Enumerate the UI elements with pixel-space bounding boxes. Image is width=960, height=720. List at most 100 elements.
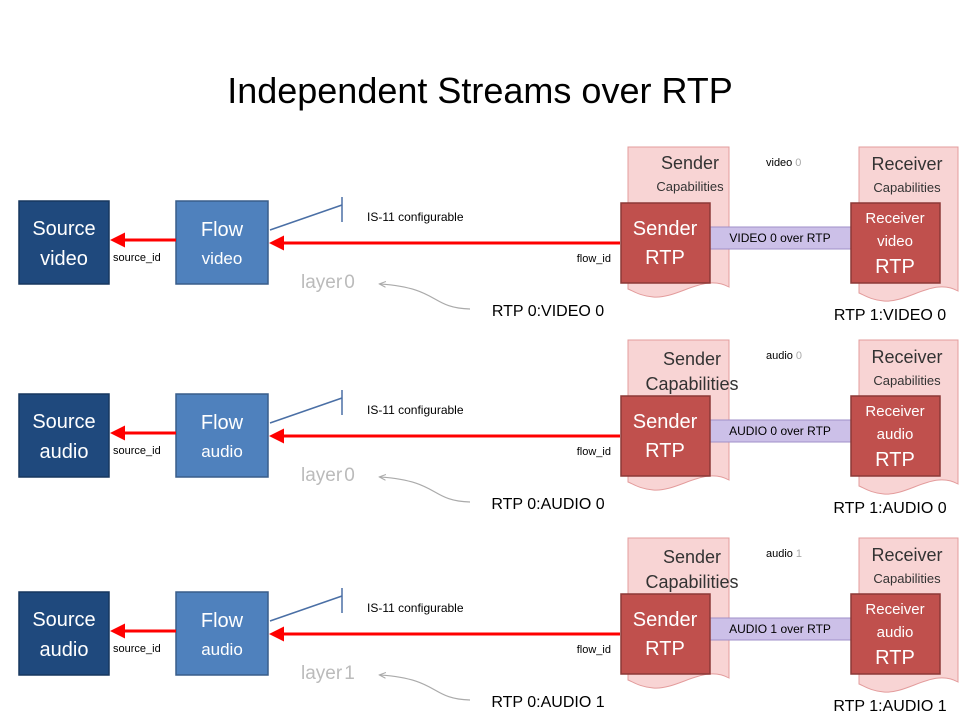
receiver-rtp-protocol-label: RTP [875,647,915,669]
receiver-rtp-label: Receiver [865,601,924,618]
rtp-link[interactable]: AUDIO 0 over RTP [709,419,852,443]
receiver-capabilities-sub-label: Capabilities [873,571,941,586]
rtp-link-label: VIDEO 0 over RTP [729,231,830,245]
is11-configurable-label: IS-11 configurable [367,210,464,224]
source-type-label: video [40,248,88,270]
rtp-link-label: AUDIO 1 over RTP [729,622,831,636]
receiver-rtp-protocol-label: RTP [875,449,915,471]
receiver-rtp-index-label: RTP 1:AUDIO 1 [833,698,946,715]
sender-rtp-type-label: RTP [645,247,685,269]
page-title: Independent Streams over RTP [227,70,733,111]
sender-rtp-box [620,593,711,675]
flow-box [175,393,269,478]
flow-id-label: flow_id [577,253,611,265]
source-id-label: source_id [113,643,161,655]
stream-row: Source video Flow video source_id flow_id IS-1… [18,146,959,324]
flow-node[interactable]: Flow audio [175,591,269,676]
sender-rtp-index-label: RTP 0:AUDIO 1 [491,694,604,711]
flow-node[interactable]: Flow video [175,200,269,285]
sender-capabilities-sub-label: Capabilities [656,179,724,194]
sender-rtp-label: Sender [633,609,698,631]
sender-rtp-index-label: RTP 0:VIDEO 0 [492,303,604,320]
flow-label: Flow [201,219,244,241]
switch-lever [269,397,343,424]
receiver-rtp-box [850,593,941,675]
sender-rtp-type-label: RTP [645,638,685,660]
rtp-link[interactable]: AUDIO 1 over RTP [709,617,852,641]
sender-capabilities-sub-label: Capabilities [645,374,738,394]
layer-pointer-arrow [380,284,471,310]
source-id-label: source_id [113,445,161,457]
layer-pointer-arrow [380,675,471,701]
receiver-capabilities-label: Receiver [871,347,942,367]
sender-capabilities-sub-label: Capabilities [645,572,738,592]
source-id-label: source_id [113,252,161,264]
switch-lever [269,204,343,231]
is11-configurable-label: IS-11 configurable [367,403,464,417]
source-type-label: audio [40,441,89,463]
receiver-rtp-index-label: RTP 1:AUDIO 0 [833,500,946,517]
flow-id-label: flow_id [577,644,611,656]
flow-type-label: audio [201,640,243,659]
sender-rtp-label: Sender [633,411,698,433]
flow-box [175,200,269,285]
sender-rtp-box [620,202,711,284]
receiver-rtp-type-label: audio [877,426,914,443]
receiver-rtp-protocol-label: RTP [875,256,915,278]
receiver-capabilities-label: Receiver [871,154,942,174]
rtp-link[interactable]: VIDEO 0 over RTP [709,226,852,250]
sender-rtp-box [620,395,711,477]
receiver-rtp-label: Receiver [865,403,924,420]
source-label: Source [32,609,95,631]
flow-id-label: flow_id [577,446,611,458]
receiver-capabilities-sub-label: Capabilities [873,180,941,195]
source-node[interactable]: Source audio [18,591,110,676]
sender-rtp-label: Sender [633,218,698,240]
receiver-capabilities-sub-label: Capabilities [873,373,941,388]
receiver-rtp-type-label: video [877,233,913,250]
receiver-capabilities-label: Receiver [871,545,942,565]
source-box [18,591,110,676]
sender-rtp-type-label: RTP [645,440,685,462]
layer-pointer-arrow [380,477,471,503]
flow-label: Flow [201,610,244,632]
switch-lever [269,595,343,622]
stream-row: Source audio Flow audio source_id flow_id IS-1… [18,339,959,517]
rtp-link-label: AUDIO 0 over RTP [729,424,831,438]
source-type-label: audio [40,639,89,661]
receiver-rtp-index-label: RTP 1:VIDEO 0 [834,307,946,324]
sender-capabilities-label: Sender [663,547,721,567]
flow-node[interactable]: Flow audio [175,393,269,478]
source-node[interactable]: Source video [18,200,110,285]
flow-type-label: video [202,249,243,268]
source-node[interactable]: Source audio [18,393,110,478]
source-label: Source [32,218,95,240]
source-box [18,200,110,285]
sender-rtp-index-label: RTP 0:AUDIO 0 [491,496,604,513]
receiver-rtp-label: Receiver [865,210,924,227]
sender-capabilities-label: Sender [663,349,721,369]
sender-capabilities-label: Sender [661,153,719,173]
flow-box [175,591,269,676]
source-label: Source [32,411,95,433]
receiver-rtp-box [850,395,941,477]
flow-label: Flow [201,412,244,434]
receiver-rtp-type-label: audio [877,624,914,641]
receiver-rtp-box [850,202,941,284]
flow-type-label: audio [201,442,243,461]
source-box [18,393,110,478]
